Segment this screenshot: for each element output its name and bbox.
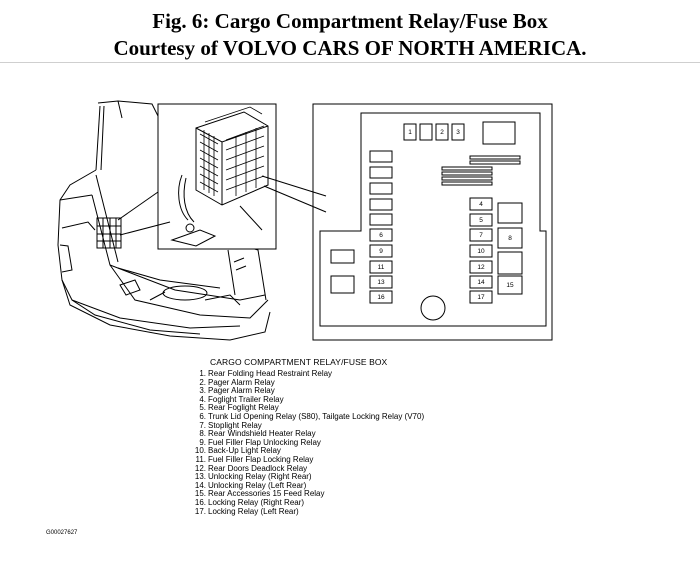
legend-item: 9.Fuel Filler Flap Unlocking Relay	[193, 437, 424, 448]
legend-number: 13.	[194, 472, 206, 482]
inset-detail	[117, 103, 327, 250]
legend-title: CARGO COMPARTMENT RELAY/FUSE BOX	[210, 357, 388, 367]
legend-number: 2.	[199, 377, 206, 387]
legend-text: Rear Accessories 15 Feed Relay	[208, 489, 325, 499]
legend-text: Fuel Filler Flap Unlocking Relay	[208, 437, 321, 447]
legend-text: Rear Windshield Heater Relay	[208, 429, 316, 439]
fuse-label-11: 11	[378, 264, 385, 271]
legend-item: 15.Rear Accessories 15 Feed Relay	[193, 490, 424, 499]
fuse-label-8: 8	[508, 235, 512, 242]
legend-item: 11.Fuel Filler Flap Locking Relay	[193, 454, 424, 465]
legend-item: 17.Locking Relay (Left Rear)	[193, 506, 424, 517]
legend-text: Stoplight Relay	[208, 420, 262, 430]
legend-number: 7.	[199, 420, 206, 430]
fuse-label-6: 6	[379, 232, 383, 239]
legend-number: 6.	[199, 411, 206, 421]
fuse-box-components	[330, 121, 523, 321]
legend-text: Pager Alarm Relay	[208, 386, 275, 396]
legend-item: 14.Unlocking Relay (Left Rear)	[193, 480, 424, 491]
legend-text: Back-Up Light Relay	[208, 446, 281, 456]
legend-item: 13.Unlocking Relay (Right Rear)	[193, 472, 424, 482]
legend-item: 2.Pager Alarm Relay	[193, 377, 424, 388]
fuse-label-9: 9	[379, 248, 383, 255]
legend-item: 12.Rear Doors Deadlock Relay	[193, 463, 424, 474]
legend-item: 5.Rear Foglight Relay	[193, 404, 424, 413]
legend-text: Rear Foglight Relay	[208, 403, 279, 413]
legend-number: 4.	[199, 394, 206, 404]
legend-number: 16.	[194, 497, 206, 507]
legend-text: Rear Folding Head Restraint Relay	[208, 369, 333, 378]
fuse-label-5: 5	[479, 217, 483, 224]
legend-text: Foglight Trailer Relay	[208, 394, 284, 404]
fuse-label-15: 15	[506, 282, 514, 289]
legend-number: 17.	[194, 506, 206, 516]
relay-box-diagram: 1 2 3 4 5 6 7 8 9 10 11 12 13 14 15 16 1…	[57, 100, 553, 341]
numbered-fuse-slots	[369, 197, 523, 304]
fuse-label-10: 10	[477, 248, 485, 255]
legend-item: 7.Stoplight Relay	[193, 420, 424, 431]
legend-item: 16.Locking Relay (Right Rear)	[193, 497, 424, 508]
fuse-label-1: 1	[408, 129, 412, 136]
legend-text: Locking Relay (Right Rear)	[208, 497, 305, 507]
legend-item: 1.Rear Folding Head Restraint Relay	[193, 369, 424, 379]
figure-code: G00027627	[46, 530, 78, 536]
legend-number: 10.	[194, 446, 206, 456]
fuse-label-17: 17	[477, 294, 485, 301]
legend-number: 11.	[195, 454, 206, 464]
fuse-label-3: 3	[456, 129, 460, 136]
legend-text: Trunk Lid Opening Relay (S80), Tailgate …	[208, 411, 425, 421]
legend-number: 12.	[194, 463, 206, 473]
legend-text: Rear Doors Deadlock Relay	[208, 463, 308, 473]
legend-number: 9.	[199, 437, 206, 447]
legend-text: Fuel Filler Flap Locking Relay	[208, 454, 314, 464]
legend-item: 4.Foglight Trailer Relay	[193, 394, 424, 405]
fuse-label-14: 14	[477, 279, 485, 286]
legend-item: 3.Pager Alarm Relay	[193, 386, 424, 396]
legend-text: Unlocking Relay (Left Rear)	[208, 480, 307, 490]
fuse-number-labels: 1 2 3 4 5 6 7 8 9 10 11 12 13 14 15 16 1…	[377, 129, 514, 301]
fuse-label-2: 2	[440, 129, 444, 136]
figure-title: Fig. 6: Cargo Compartment Relay/Fuse Box	[152, 9, 548, 33]
legend-number: 8.	[199, 429, 206, 439]
legend-number: 15.	[194, 489, 206, 499]
figure-courtesy: Courtesy of VOLVO CARS OF NORTH AMERICA.	[113, 36, 587, 60]
cargo-compartment-drawing	[57, 100, 271, 341]
fuse-label-16: 16	[377, 294, 385, 301]
fuse-label-4: 4	[479, 201, 483, 208]
legend-text: Unlocking Relay (Right Rear)	[208, 472, 312, 482]
legend-number: 3.	[199, 386, 206, 396]
relay-legend-list: 1.Rear Folding Head Restraint Relay 2.Pa…	[193, 369, 425, 517]
legend-number: 1.	[199, 369, 206, 378]
legend-item: 10.Back-Up Light Relay	[193, 447, 424, 456]
fuse-box-outline	[312, 103, 553, 341]
legend-text: Pager Alarm Relay	[208, 377, 275, 387]
legend-number: 14.	[194, 480, 206, 490]
legend-item: 8.Rear Windshield Heater Relay	[193, 429, 424, 439]
legend-number: 5.	[199, 403, 206, 413]
header-divider	[0, 62, 700, 63]
fuse-label-7: 7	[479, 232, 483, 239]
fuse-label-12: 12	[477, 264, 485, 271]
legend-item: 6.Trunk Lid Opening Relay (S80), Tailgat…	[193, 411, 425, 422]
fuse-label-13: 13	[377, 279, 385, 286]
legend-text: Locking Relay (Left Rear)	[208, 506, 299, 516]
